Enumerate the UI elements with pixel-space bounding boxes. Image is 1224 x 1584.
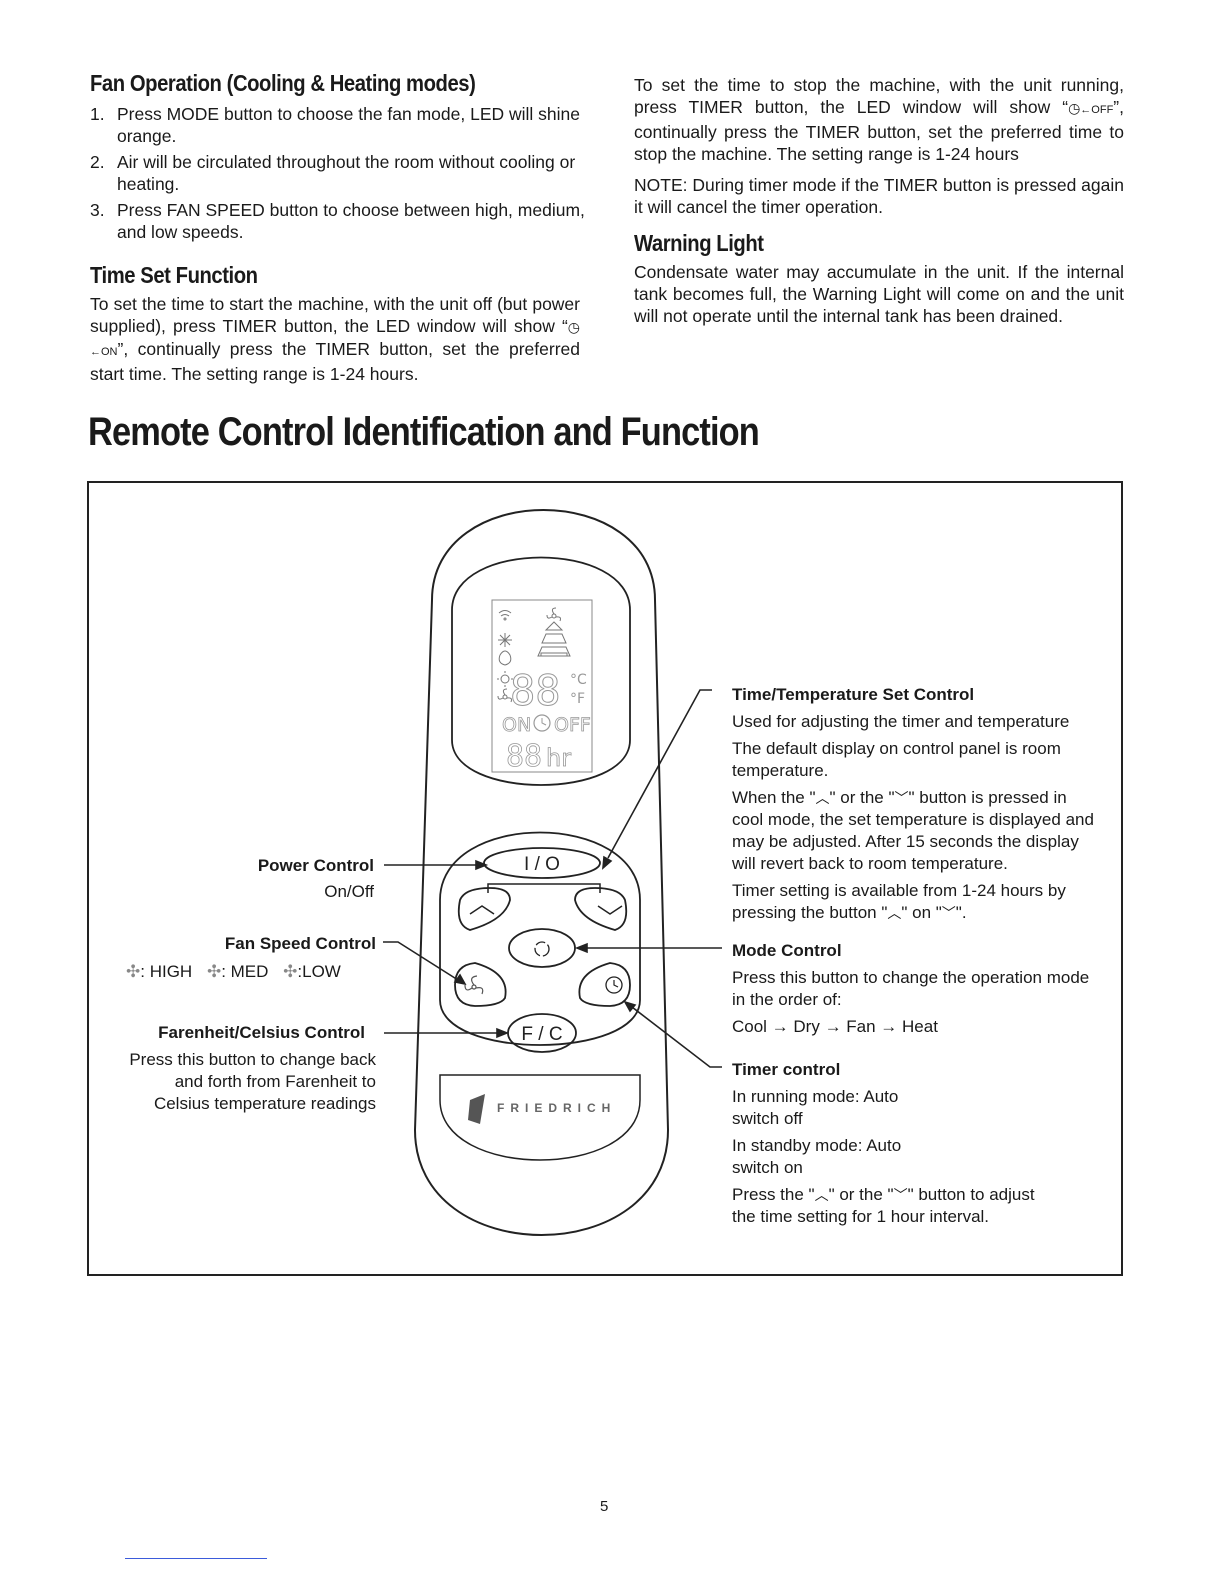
mode-control-desc: Press this button to change the operatio…: [732, 968, 1090, 1009]
fan-top-icon: [546, 607, 561, 622]
chevron-down-icon: ﹀: [941, 905, 956, 921]
lcd-celsius: °C: [570, 672, 587, 688]
warning-text: Condensate water may accumulate in the u…: [634, 262, 1124, 326]
clock-icon: ◷: [1068, 100, 1081, 116]
mode-cycle-icon: [534, 941, 550, 957]
power-button-label: I / O: [524, 854, 560, 875]
arrow-power: [475, 859, 489, 871]
chevron-down-icon: ﹀: [894, 790, 909, 806]
fan-speed-bars-icon: [537, 621, 571, 657]
fan-speed-button[interactable]: [454, 962, 507, 1007]
button-panel: [439, 831, 641, 1046]
lcd-hour-digits: 88: [506, 739, 542, 774]
time-set-start-paragraph: To set the time to start the machine, wi…: [90, 294, 580, 384]
clock-icon: [605, 976, 623, 994]
snowflake-icon: [498, 633, 512, 647]
chevron-down-icon: ﹀: [893, 1187, 908, 1203]
fc-control-title: Farenheit/Celsius Control: [158, 1023, 365, 1042]
timer-control-title: Timer control: [732, 1060, 841, 1079]
fan-low-label: :LOW: [297, 962, 341, 981]
warning-heading: Warning Light: [634, 230, 764, 256]
mode-button[interactable]: [508, 928, 576, 968]
fan-med-icon: ✣: [206, 962, 222, 981]
fan-small-icon: [497, 688, 512, 703]
chevron-up-icon: ︿: [815, 790, 830, 806]
chevron-up-icon: ︿: [814, 1187, 829, 1203]
power-control-sub: On/Off: [324, 882, 374, 901]
lcd-clock-icon: [533, 714, 551, 732]
chevron-up-icon: ︿: [887, 905, 902, 921]
signal-icon: [498, 610, 512, 617]
friedrich-logo-icon: [468, 1094, 485, 1124]
fan-speed-label: Fan Speed Control ✣: HIGH ✣: MED ✣:LOW: [126, 933, 376, 983]
arrow-fan: [453, 973, 467, 986]
remote-body: [413, 509, 670, 1236]
down-button[interactable]: [574, 887, 628, 931]
time-set-heading: Time Set Function: [90, 262, 258, 288]
fan-operation-heading: Fan Operation (Cooling & Heating modes): [90, 70, 476, 96]
timer-control-p3: Press the "︿" or the "﹀" button to adjus…: [732, 1185, 1035, 1226]
fan-med-label: : MED: [221, 962, 269, 981]
arrow-timer: [623, 1000, 637, 1013]
up-button[interactable]: [457, 887, 511, 931]
lcd-screen: [491, 599, 593, 773]
remote-diagram-frame: [87, 481, 1123, 1276]
timer-stop-section: To set the time to stop the machine, wit…: [634, 74, 1124, 327]
fan-operation-steps: 1.Press MODE button to choose the fan mo…: [90, 103, 600, 243]
footer-rule: [125, 1558, 267, 1559]
power-control-label: Power Control On/Off: [150, 855, 374, 903]
fan-low-icon: ✣: [283, 962, 298, 981]
brand-label: FRIEDRICH: [497, 1101, 616, 1115]
arrow-mode: [574, 942, 588, 954]
list-item: 1.Press MODE button to choose the fan mo…: [90, 104, 581, 146]
logo-panel: [439, 1074, 641, 1161]
display-frame: [451, 556, 631, 786]
page-number: 5: [600, 1498, 609, 1515]
timer-control-label: Timer control In running mode: Auto swit…: [732, 1059, 1102, 1228]
time-temp-label: Time/Temperature Set Control Used for ad…: [732, 684, 1102, 924]
fan-high-label: : HIGH: [140, 962, 193, 981]
arrow-set: [602, 855, 613, 870]
power-button[interactable]: [483, 847, 601, 879]
time-temp-p2: The default display on control panel is …: [732, 739, 1061, 780]
mode-control-title: Mode Control: [732, 941, 842, 960]
mode-control-label: Mode Control Press this button to change…: [732, 940, 1102, 1038]
power-control-title: Power Control: [257, 856, 374, 875]
time-temp-p1: Used for adjusting the timer and tempera…: [732, 712, 1070, 731]
fc-control-desc: Press this button to change back and for…: [129, 1050, 376, 1113]
chevron-up-icon: [469, 905, 495, 915]
drop-icon: [498, 650, 512, 666]
list-item: 2.Air will be circulated throughout the …: [90, 152, 576, 194]
timer-note: NOTE: During timer mode if the TIMER but…: [634, 175, 1124, 217]
timer-control-p1: In running mode: Auto switch off: [732, 1087, 899, 1128]
time-temp-title: Time/Temperature Set Control: [732, 685, 975, 704]
mode-control-cycle: Cool → Dry → Fan → Heat: [732, 1017, 938, 1036]
timer-button[interactable]: [578, 962, 631, 1007]
lcd-temp-digits: 88: [510, 666, 561, 715]
lcd-off: OFF: [554, 714, 591, 736]
lcd-fahrenheit: °F: [570, 691, 585, 707]
sun-icon: [497, 671, 513, 687]
lcd-hr: hr: [546, 744, 571, 772]
fan-operation-section: Fan Operation (Cooling & Heating modes) …: [90, 70, 600, 247]
list-item: 3.Press FAN SPEED button to choose betwe…: [90, 200, 585, 242]
fan-speed-title: Fan Speed Control: [224, 934, 376, 953]
lcd-on: ON: [502, 714, 531, 736]
time-set-section: Time Set Function To set the time to sta…: [90, 262, 580, 385]
time-temp-p4: Timer setting is available from 1-24 hou…: [732, 881, 1066, 922]
page-title: Remote Control Identification and Functi…: [88, 410, 760, 454]
fc-button-label: F / C: [521, 1024, 562, 1045]
fc-control-label: Farenheit/Celsius Control Press this but…: [120, 1022, 376, 1115]
fan-high-icon: ✣: [126, 962, 141, 981]
time-set-stop-paragraph: To set the time to stop the machine, wit…: [634, 75, 1124, 164]
time-temp-p3: When the "︿" or the "﹀" button is presse…: [732, 788, 1094, 873]
clock-icon: ◷: [567, 319, 580, 335]
fan-icon: [464, 975, 484, 995]
timer-control-p2: In standby mode: Auto switch on: [732, 1136, 902, 1177]
arrow-fc: [496, 1027, 510, 1039]
chevron-down-icon: [597, 905, 623, 915]
